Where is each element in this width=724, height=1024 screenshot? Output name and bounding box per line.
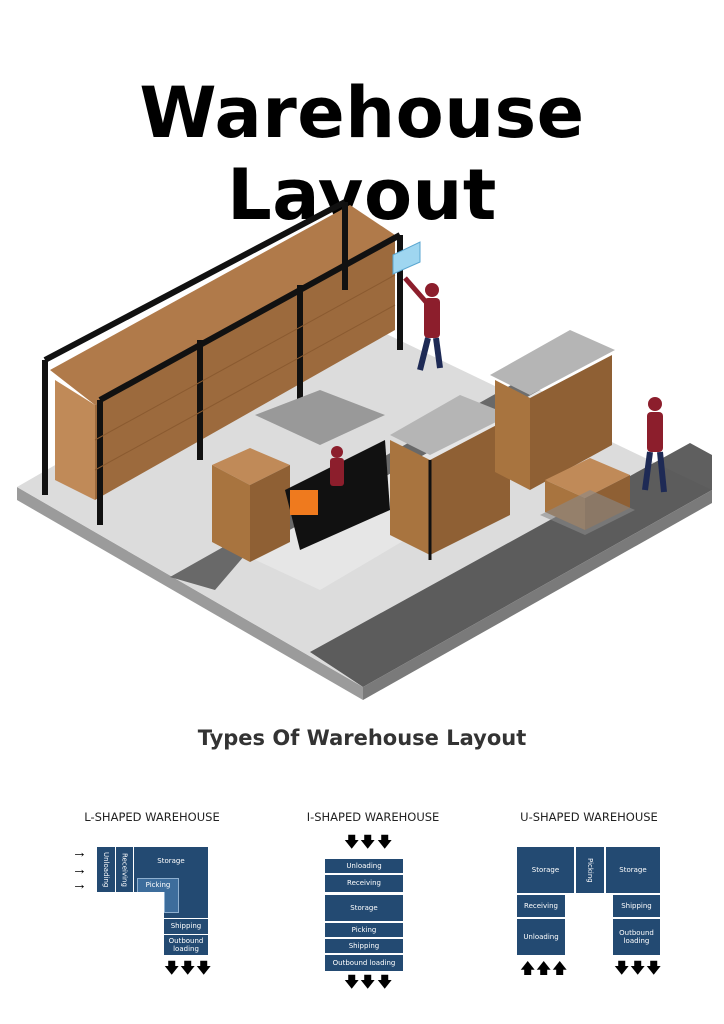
arrow-down-icon: 🡇 [344,974,360,991]
arrow-down-icon: 🡇 [377,834,393,851]
worker-on-screen [403,276,443,371]
arrow-right-icon: → [72,844,87,861]
arrow-down-icon: 🡇 [164,960,180,977]
arrow-down-icon: 🡇 [196,960,212,977]
arrow-down-icon: 🡇 [630,960,646,977]
i-outbound: Outbound loading [325,955,403,971]
l-picking: Picking [137,878,179,892]
box-stack [212,448,290,562]
u-shipping: Shipping [613,895,660,917]
i-storage: Storage [325,895,403,921]
l-unloading: Unloading [97,847,115,892]
i-shipping: Shipping [325,939,403,953]
arrow-down-icon: 🡇 [344,834,360,851]
arrow-right-icon: → [72,861,87,878]
arrow-right-icon: → [72,876,87,893]
display-screen [392,241,421,275]
u-storage-left: Storage [517,847,574,893]
shelving-unit-front [390,395,510,560]
i-unloading: Unloading [325,859,403,873]
page-title: Warehouse Layout [139,72,585,236]
l-shipping: Shipping [164,919,208,934]
u-storage-right: Storage [606,847,660,893]
arrow-down-icon: 🡇 [360,974,376,991]
arrow-down-icon: 🡇 [180,960,196,977]
arrow-down-icon: 🡇 [360,834,376,851]
i-receiving: Receiving [325,875,403,892]
pallet-rack [42,199,403,525]
types-heading: Types Of Warehouse Layout [197,726,527,750]
u-shaped-title: U-SHAPED WAREHOUSE [520,810,658,824]
l-receiving: Receiving [116,847,133,892]
i-picking: Picking [325,923,403,937]
i-shaped-title: I-SHAPED WAREHOUSE [306,810,440,824]
arrow-down-icon: 🡇 [646,960,662,977]
l-outbound: Outbound loading [164,935,208,955]
forklift [255,390,390,550]
arrow-down-icon: 🡇 [377,974,393,991]
pallet-jack-boxes [540,458,635,535]
arrow-up-icon: 🡅 [552,960,568,977]
warehouse-illustration [17,199,712,700]
arrow-down-icon: 🡇 [614,960,630,977]
worker-pallet-jack [642,397,667,493]
arrow-up-icon: 🡅 [520,960,536,977]
arrow-up-icon: 🡅 [536,960,552,977]
u-picking: Picking [576,847,604,893]
l-shaped-title: L-SHAPED WAREHOUSE [84,810,220,824]
u-receiving: Receiving [517,895,565,917]
u-outbound: Outbound loading [613,919,660,955]
shelving-unit-back [490,330,615,490]
u-unloading: Unloading [517,919,565,955]
